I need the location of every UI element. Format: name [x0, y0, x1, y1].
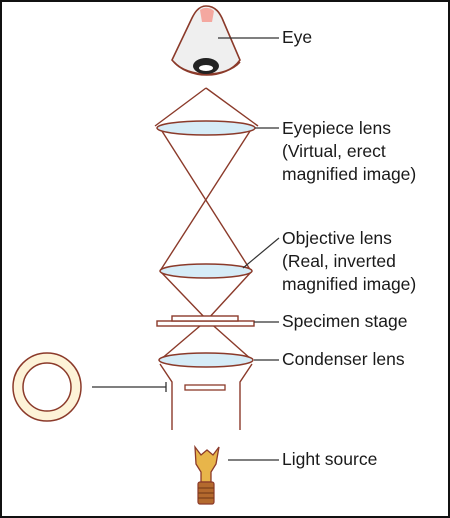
light-rays	[154, 87, 259, 430]
label-eyepiece-desc-1: (Virtual, erect	[282, 141, 386, 161]
label-eyepiece-desc-2: magnified image)	[282, 164, 417, 184]
label-objective-desc-1: (Real, inverted	[282, 251, 396, 271]
label-condenser-lens: Condenser lens	[282, 349, 405, 369]
diaphragm-slot	[184, 384, 226, 391]
iris-diaphragm-icon	[12, 352, 82, 422]
label-light-source: Light source	[282, 449, 378, 469]
label-specimen-stage: Specimen stage	[282, 311, 408, 331]
bulb-icon	[194, 444, 220, 505]
label-eye: Eye	[282, 27, 313, 47]
condenser-lens	[158, 352, 254, 368]
label-objective-desc-2: magnified image)	[282, 274, 417, 294]
eye-icon	[171, 5, 241, 76]
objective-lens	[159, 263, 253, 279]
label-objective-lens: Objective lens	[282, 228, 392, 248]
eyepiece-lens	[156, 120, 256, 136]
specimen-stage	[156, 315, 255, 327]
label-eyepiece-lens: Eyepiece lens	[282, 118, 391, 138]
leader-lines	[218, 37, 280, 461]
